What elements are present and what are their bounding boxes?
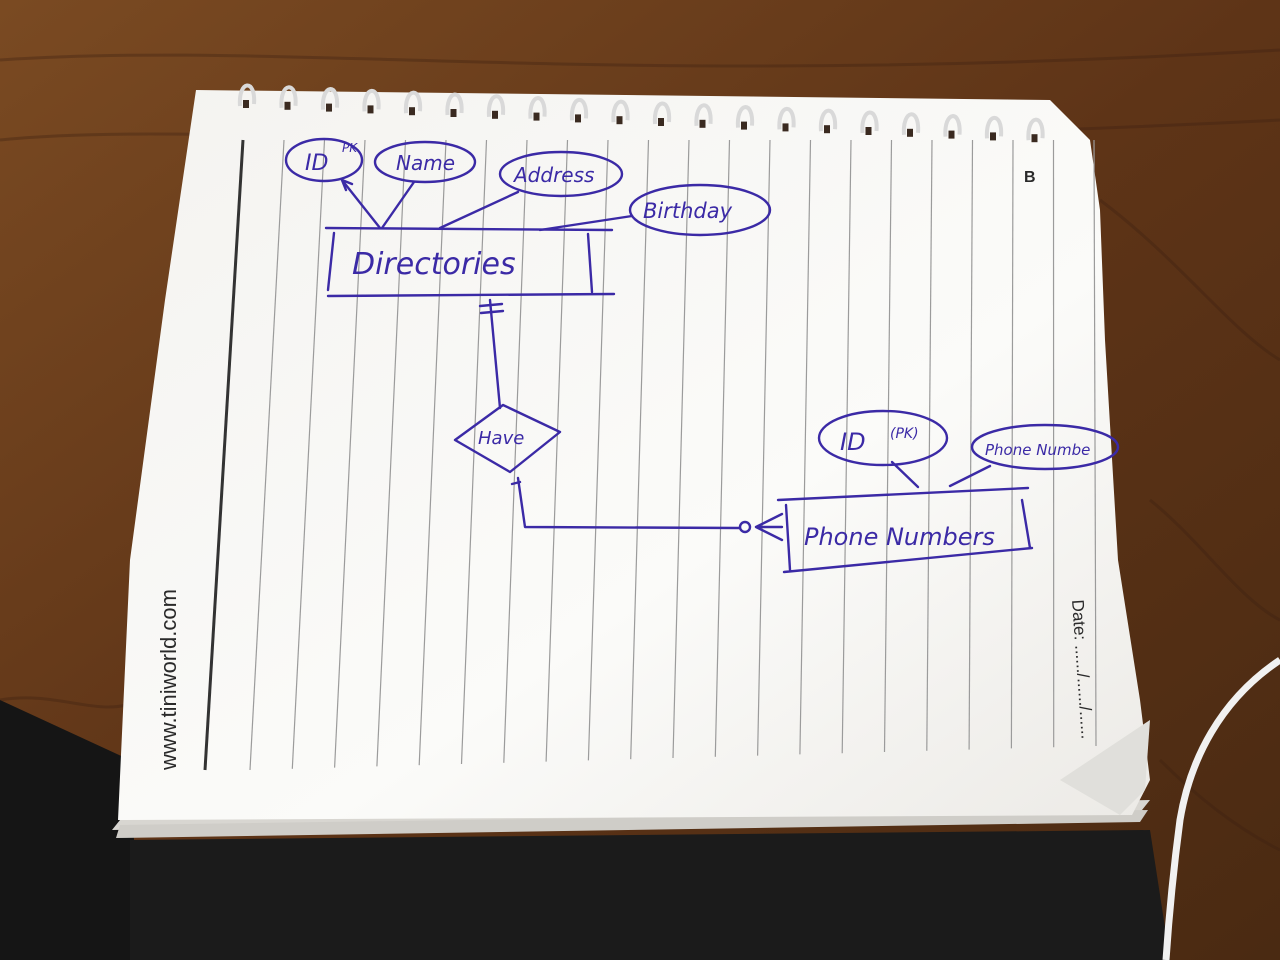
spiral-ring	[860, 110, 879, 135]
spiral-ring	[528, 96, 547, 121]
spiral-ring	[818, 108, 838, 134]
directories-entity-label: Directories	[352, 247, 516, 282]
website-text: www.tiniworld.com	[156, 589, 181, 771]
ruled-line	[587, 139, 609, 761]
ruled-line	[926, 139, 933, 751]
ruled-line	[799, 139, 812, 755]
pn-id-connector	[890, 460, 920, 489]
spiral-ring	[777, 106, 796, 132]
attr-id-ellipse	[284, 137, 364, 183]
directories-entity-box	[324, 226, 616, 298]
attr-address-ellipse	[498, 150, 624, 198]
attr-pn-id-marker: (PK)	[890, 426, 919, 442]
crows-foot	[754, 512, 784, 542]
phone-numbers-entity-label: Phone Numbers	[804, 523, 995, 551]
spiral-ring	[486, 94, 506, 119]
attr-pn-id-ellipse	[817, 409, 949, 467]
have-relationship-label: Have	[478, 428, 524, 449]
margin-line	[203, 139, 245, 771]
attr-id-marker: PK	[342, 141, 358, 155]
id-connector	[340, 178, 382, 230]
spiral-ring	[403, 90, 423, 116]
shadow-area	[0, 700, 140, 960]
spiral-ring	[237, 83, 257, 108]
attr-pn-number-label: Phone Numbe	[985, 441, 1090, 459]
corner-mark: B	[1024, 169, 1036, 186]
attr-pn-id-label: ID	[840, 428, 866, 456]
phone-numbers-entity-box	[776, 486, 1034, 574]
spiral-binding	[237, 83, 1045, 143]
spiral-ring	[611, 99, 630, 125]
spiral-ring	[735, 105, 755, 130]
spiral-ring	[320, 87, 340, 112]
address-connector	[438, 190, 520, 230]
attr-birthday-ellipse	[628, 183, 772, 237]
pn-number-connector	[948, 464, 992, 488]
birthday-connector	[538, 214, 634, 232]
attr-birthday-label: Birthday	[643, 199, 733, 223]
spiral-ring	[1026, 117, 1045, 143]
spiral-ring	[694, 103, 713, 128]
ruled-line	[672, 139, 690, 759]
ruled-line	[1093, 139, 1097, 747]
ruled-line	[630, 139, 650, 760]
one-marker	[478, 302, 505, 315]
attr-address-label: Address	[512, 163, 594, 187]
ruled-line	[503, 139, 528, 763]
spiral-ring	[901, 112, 921, 137]
zero-marker	[738, 520, 752, 534]
ruled-line	[249, 139, 285, 771]
spiral-ring	[362, 88, 381, 114]
id-arrow	[340, 178, 354, 192]
ruled-line	[841, 139, 852, 754]
page-curl	[1060, 720, 1150, 815]
ruled-line	[883, 139, 893, 753]
attr-id-label: ID	[305, 151, 328, 176]
lap-shadow	[130, 830, 1170, 960]
cable	[1162, 657, 1280, 960]
spiral-ring	[569, 97, 589, 123]
attr-name-ellipse	[373, 140, 477, 184]
ruled-line	[968, 139, 974, 750]
ruled-line	[545, 139, 569, 762]
ruled-lines	[249, 139, 1097, 771]
spiral-ring	[984, 115, 1004, 141]
ruled-line	[376, 139, 407, 767]
ruled-line	[418, 139, 447, 766]
notebook-page	[118, 90, 1150, 820]
ruled-line	[714, 139, 731, 757]
ruled-line	[291, 139, 326, 769]
spiral-ring	[652, 101, 672, 126]
one-marker-bottom	[510, 480, 522, 486]
name-connector	[380, 180, 416, 230]
ruled-line	[334, 139, 366, 768]
attr-pn-number-ellipse	[970, 423, 1120, 471]
ruled-line	[1010, 139, 1014, 749]
have-diamond	[453, 403, 562, 474]
attr-name-label: Name	[396, 151, 455, 175]
spiral-ring	[445, 92, 464, 117]
rel-line-top	[488, 298, 502, 410]
spiral-ring	[279, 85, 298, 110]
spiral-ring	[943, 114, 962, 139]
rel-line-bottom	[516, 476, 742, 530]
ruled-line	[757, 139, 771, 756]
